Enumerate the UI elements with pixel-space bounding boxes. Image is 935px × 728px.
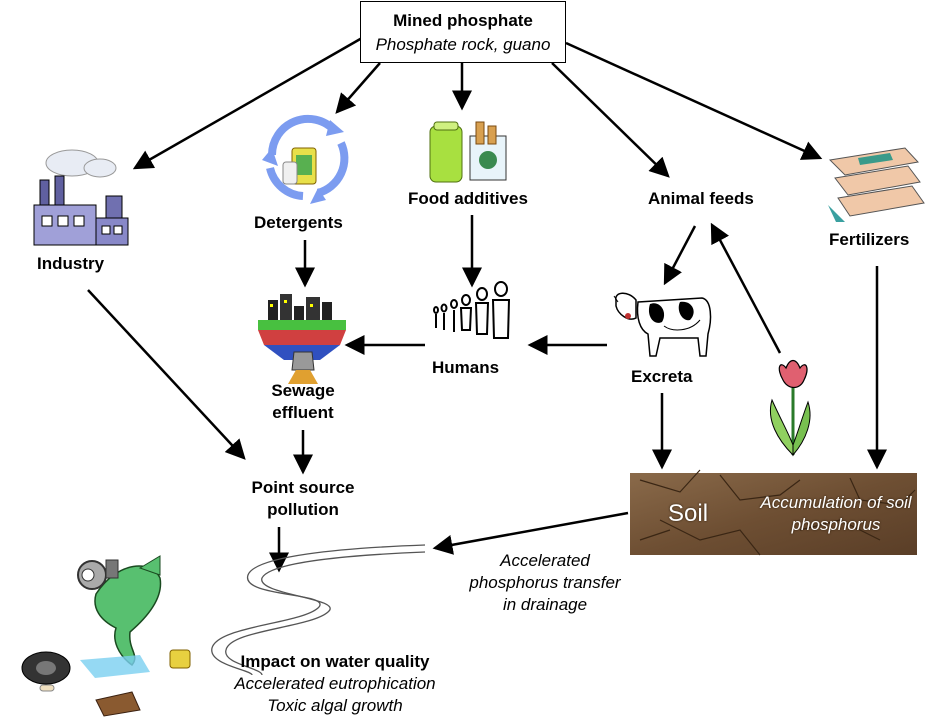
- recycle-detergent-icon: [262, 114, 349, 204]
- impact-label: Impact on water quality Accelerated eutr…: [221, 651, 449, 717]
- fertilizers-label: Fertilizers: [829, 230, 910, 249]
- polluted-fish-icon: [21, 555, 191, 717]
- food-additives-label: Food additives: [408, 189, 528, 208]
- mined-phosphate-subtitle: Phosphate rock, guano: [375, 35, 551, 54]
- arrow-tulip-to-feeds: [710, 222, 782, 354]
- drainage-line1: Accelerated: [500, 551, 590, 570]
- soil-cracks: [639, 469, 916, 556]
- animal-feeds-label: Animal feeds: [648, 189, 754, 208]
- mined-phosphate-box: Mined phosphate Phosphate rock, guano: [360, 1, 566, 63]
- soil-panel: [630, 473, 917, 555]
- drainage-line3: in drainage: [502, 595, 588, 614]
- mined-phosphate-title: Mined phosphate: [393, 11, 533, 30]
- river-bank: [225, 551, 426, 676]
- factory-icon: [33, 149, 129, 246]
- excreta-label: Excreta: [631, 367, 693, 386]
- city-sewer-icon: [258, 294, 346, 384]
- soil-accumulation-label: Accumulation of soil phosphorus: [760, 493, 912, 534]
- soil-label: Soil: [668, 500, 709, 527]
- arrow-industry-to-pointsource: [87, 289, 246, 460]
- humans-label: Humans: [432, 358, 500, 377]
- fertilizer-bags-icon: [828, 147, 925, 222]
- arrow-mined-to-fertilizers: [565, 41, 823, 160]
- arrow-mined-to-industry: [132, 36, 363, 170]
- sewage-line1: Sewage: [271, 381, 335, 400]
- tulip-icon: [770, 359, 811, 457]
- arrow-mined-to-feeds: [551, 62, 670, 178]
- impact-title: Impact on water quality: [240, 652, 430, 671]
- sewage-line2: effluent: [272, 403, 334, 422]
- arrow-soil-to-drainage: [432, 511, 629, 555]
- detergents-label: Detergents: [254, 213, 343, 232]
- impact-line2: Toxic algal growth: [267, 696, 403, 715]
- drainage-line2: phosphorus transfer: [469, 573, 621, 592]
- point-source-label: Point source pollution: [213, 477, 393, 521]
- point-source-line2: pollution: [267, 500, 339, 519]
- arrow-mined-to-detergents: [335, 62, 381, 114]
- food-can-icon: [429, 121, 507, 183]
- arrows: [87, 36, 887, 573]
- point-source-line1: Point source: [251, 478, 355, 497]
- impact-line1: Accelerated eutrophication: [234, 674, 436, 693]
- arrow-feeds-to-excreta: [663, 225, 697, 286]
- people-icon: [433, 281, 511, 339]
- sewage-label: Sewage effluent: [262, 380, 344, 424]
- cow-icon: [613, 292, 712, 357]
- river-icon: [211, 544, 426, 676]
- industry-label: Industry: [37, 254, 105, 273]
- drainage-transfer-label: Accelerated phosphorus transfer in drain…: [460, 550, 630, 616]
